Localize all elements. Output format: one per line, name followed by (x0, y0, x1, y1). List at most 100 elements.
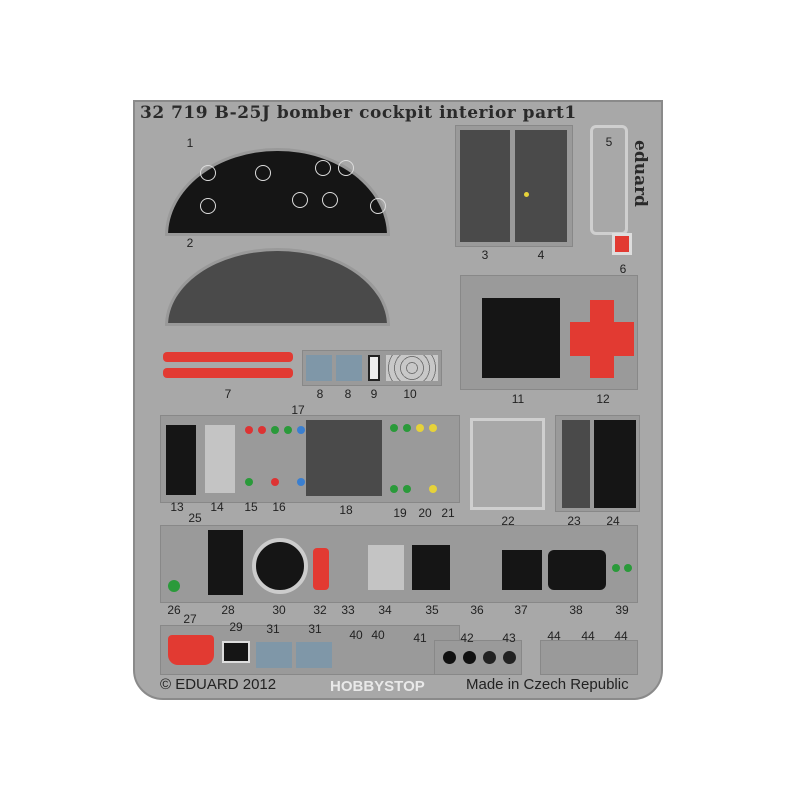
part-4-panel (515, 130, 567, 242)
gauge (200, 198, 216, 214)
part-3-panel (460, 130, 510, 242)
green-light (245, 478, 253, 486)
part-label: 23 (567, 514, 581, 528)
part-7 (163, 352, 293, 362)
part-label: 18 (339, 503, 353, 517)
part-38 (548, 550, 606, 590)
part-label: 19 (393, 506, 407, 520)
part-label: 41 (413, 631, 427, 645)
part-label: 29 (229, 620, 243, 634)
yellow-light (429, 424, 437, 432)
green-light (271, 426, 279, 434)
green-light (390, 424, 398, 432)
part-7 (163, 368, 293, 378)
part-29 (222, 641, 250, 663)
part-label: 40 (349, 628, 363, 642)
part-label: 39 (615, 603, 629, 617)
part-label: 15 (244, 500, 258, 514)
part-label: 44 (614, 629, 628, 643)
blue-light (297, 478, 305, 486)
part-label: 38 (569, 603, 583, 617)
part-label: 36 (470, 603, 484, 617)
part-label: 3 (481, 248, 489, 262)
part-label: 40 (371, 628, 385, 642)
watermark: HOBBYSTOP (330, 678, 425, 695)
part-label: 35 (425, 603, 439, 617)
yellow-light (416, 424, 424, 432)
origin-text: Made in Czech Republic (466, 676, 629, 693)
part-label: 13 (170, 500, 184, 514)
part-23 (562, 420, 590, 508)
green-light (403, 485, 411, 493)
part-24 (594, 420, 636, 508)
part-label: 27 (183, 612, 197, 626)
part-label: 12 (596, 392, 610, 406)
gauge (255, 165, 271, 181)
part-30 (252, 538, 308, 594)
part-37 (502, 550, 542, 590)
part-label: 8 (316, 387, 324, 401)
part-35 (412, 545, 450, 590)
gauge (338, 160, 354, 176)
gauge (315, 160, 331, 176)
part-label: 26 (167, 603, 181, 617)
part-label: 9 (370, 387, 378, 401)
part-label: 17 (291, 403, 305, 417)
part-13 (166, 425, 196, 495)
part-18 (306, 420, 382, 496)
gauge (370, 198, 386, 214)
part-label: 25 (188, 511, 202, 525)
part-label: 4 (537, 248, 545, 262)
part-label: 44 (581, 629, 595, 643)
green-light (403, 424, 411, 432)
part-label: 31 (266, 622, 280, 636)
copyright: © EDUARD 2012 (160, 676, 277, 693)
part-12 (570, 322, 634, 356)
green-light (168, 580, 180, 592)
part-label: 44 (547, 629, 561, 643)
green-light (284, 426, 292, 434)
part-label: 31 (308, 622, 322, 636)
part-6 (612, 233, 632, 255)
part-27 (168, 635, 214, 665)
part-11 (482, 298, 560, 378)
part-label: 30 (272, 603, 286, 617)
part-label: 33 (341, 603, 355, 617)
knob (443, 651, 456, 664)
part-31 (256, 642, 292, 668)
yellow-light (429, 485, 437, 493)
part-14 (205, 425, 235, 493)
yellow-light (524, 192, 529, 197)
green-light (624, 564, 632, 572)
part-34 (368, 545, 404, 590)
part-label: 7 (224, 387, 232, 401)
gauge (200, 165, 216, 181)
part-label: 37 (514, 603, 528, 617)
fret-title: 32 719 B-25J bomber cockpit interior par… (140, 103, 577, 123)
knob (483, 651, 496, 664)
part-5-bracket (590, 125, 628, 235)
part-label: 43 (502, 631, 516, 645)
blue-light (297, 426, 305, 434)
red-light (258, 426, 266, 434)
part-8 (306, 355, 332, 381)
part-label: 8 (344, 387, 352, 401)
part-label: 11 (511, 392, 525, 406)
part-label: 22 (501, 514, 515, 528)
part-label: 16 (272, 500, 286, 514)
part-32 (313, 548, 329, 590)
part-label: 5 (605, 135, 613, 149)
part-label: 42 (460, 631, 474, 645)
part-10 (386, 355, 438, 381)
green-light (390, 485, 398, 493)
red-light (245, 426, 253, 434)
part-label: 14 (210, 500, 224, 514)
knob (503, 651, 516, 664)
part-label: 32 (313, 603, 327, 617)
part-28 (208, 530, 243, 595)
part-44-frame (540, 640, 638, 675)
part-8 (336, 355, 362, 381)
part-label: 6 (619, 262, 627, 276)
green-light (612, 564, 620, 572)
part-label: 34 (378, 603, 392, 617)
